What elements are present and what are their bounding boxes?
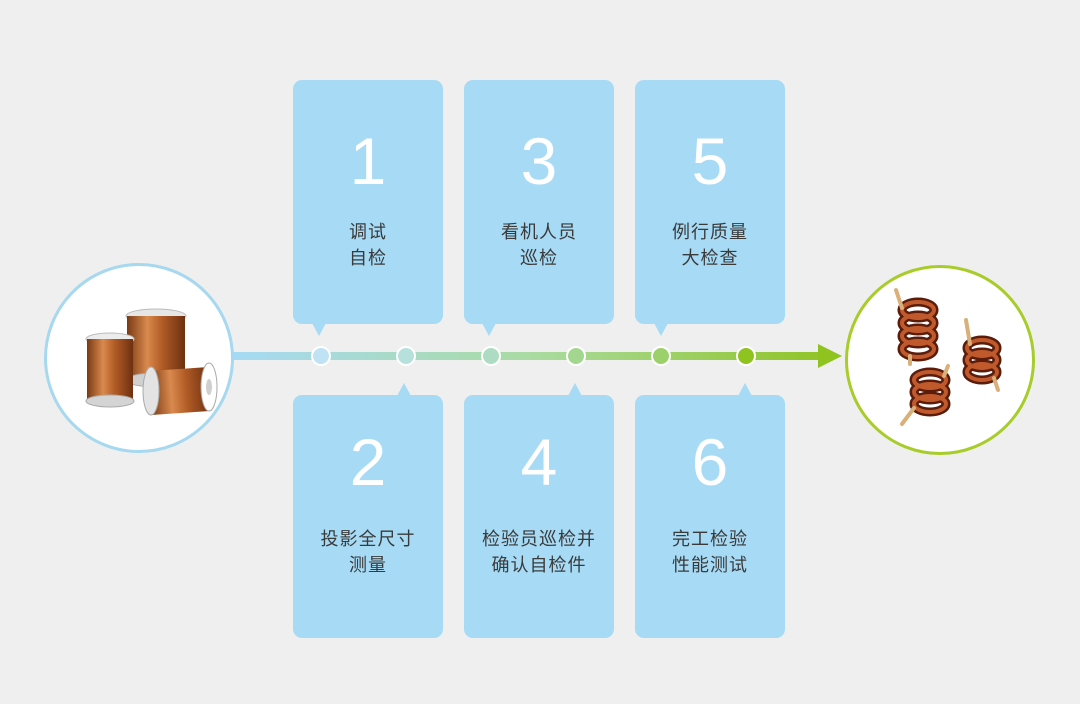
step-card-6: 6 完工检验 性能测试: [635, 395, 785, 638]
input-material-image: [44, 263, 234, 453]
card-pointer: [312, 323, 326, 336]
output-product-image: [845, 265, 1035, 455]
step-label: 调试 自检: [349, 222, 387, 269]
timeline-node-3: [481, 346, 501, 366]
step-number: 5: [691, 124, 729, 198]
timeline-node-5: [651, 346, 671, 366]
card-pointer: [568, 383, 582, 396]
step-card-3: 3 看机人员 巡检: [464, 80, 614, 324]
step-label: 看机人员 巡检: [501, 222, 577, 269]
step-label: 例行质量 大检查: [672, 222, 748, 269]
step-card-2: 2 投影全尺寸 测量: [293, 395, 443, 638]
step-number: 3: [520, 124, 558, 198]
step-label: 投影全尺寸 测量: [320, 529, 416, 576]
card-pointer: [654, 323, 668, 336]
timeline-node-1: [311, 346, 331, 366]
card-pointer: [738, 383, 752, 396]
card-pointer: [397, 383, 411, 396]
step-number: 1: [349, 124, 387, 198]
arrow-head-icon: [818, 344, 842, 368]
timeline-node-4: [566, 346, 586, 366]
step-number: 4: [520, 425, 558, 499]
step-number: 6: [691, 425, 729, 499]
step-card-5: 5 例行质量 大检查: [635, 80, 785, 324]
step-card-4: 4 检验员巡检并 确认自检件: [464, 395, 614, 638]
air-core-coils-icon: [894, 288, 1002, 426]
copper-wire-spools-icon: [85, 308, 218, 416]
timeline-node-6: [736, 346, 756, 366]
step-label: 完工检验 性能测试: [672, 529, 748, 576]
step-card-1: 1 调试 自检: [293, 80, 443, 324]
timeline-node-2: [396, 346, 416, 366]
step-number: 2: [349, 425, 387, 499]
card-pointer: [482, 323, 496, 336]
step-label: 检验员巡检并 确认自检件: [482, 529, 596, 576]
